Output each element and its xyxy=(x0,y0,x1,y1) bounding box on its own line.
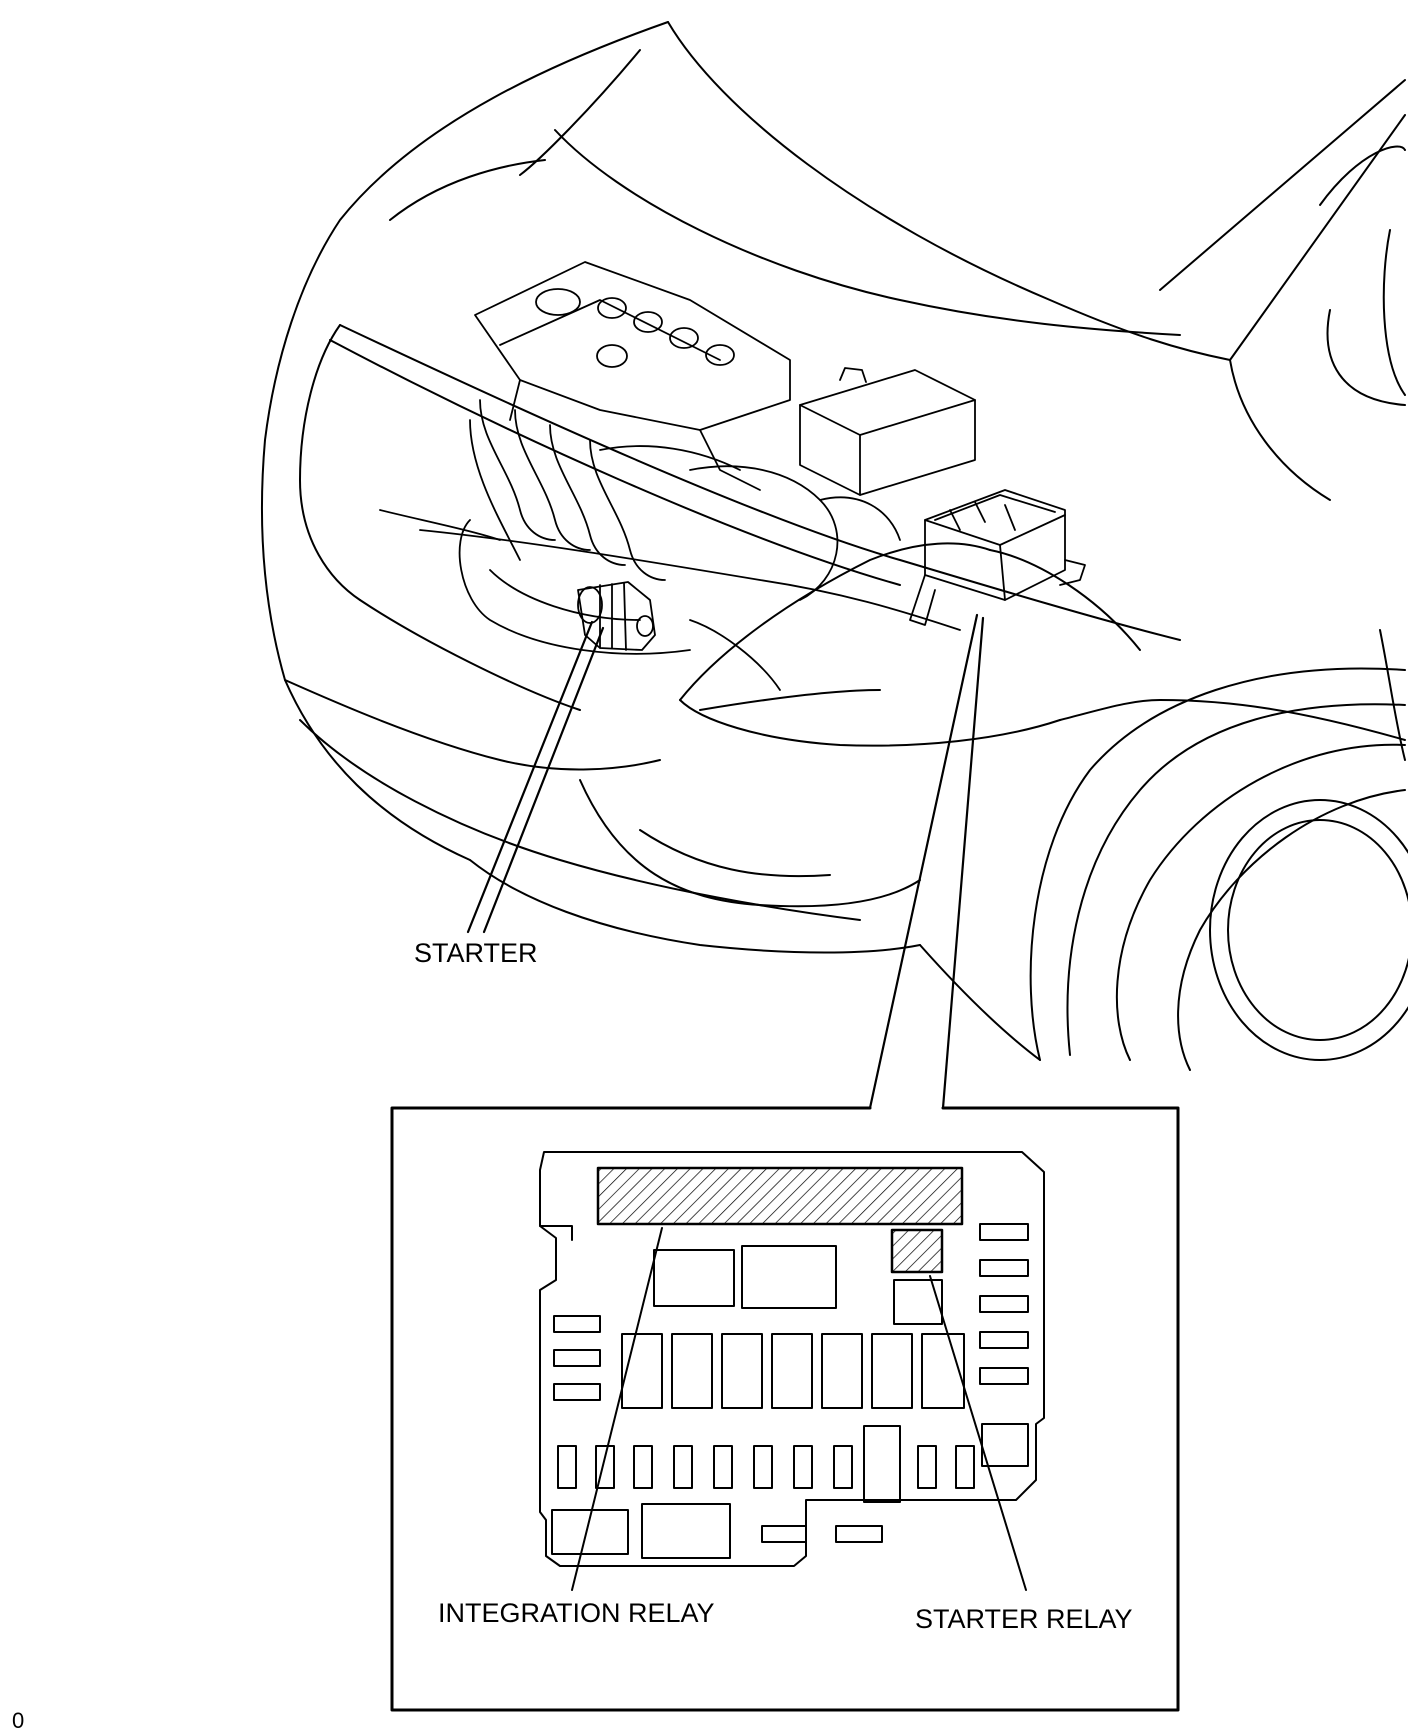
inset-frame xyxy=(390,1106,1180,1712)
engine xyxy=(379,261,961,691)
corner-mark: 0 xyxy=(12,1708,25,1733)
starter-label: STARTER xyxy=(414,938,538,968)
starter-relay xyxy=(890,1228,944,1274)
integration-relay-label: INTEGRATION RELAY xyxy=(438,1598,715,1628)
vehicle-body xyxy=(260,21,1408,1071)
battery xyxy=(799,367,976,496)
integration-relay xyxy=(596,1166,964,1226)
relay-block-layout xyxy=(539,1151,1045,1567)
relay-leaders xyxy=(571,1227,1027,1591)
starter-relay-label: STARTER RELAY xyxy=(915,1604,1133,1634)
starter-motor xyxy=(577,581,656,651)
junction-block xyxy=(909,489,1086,626)
callout-leaders xyxy=(466,613,985,1110)
